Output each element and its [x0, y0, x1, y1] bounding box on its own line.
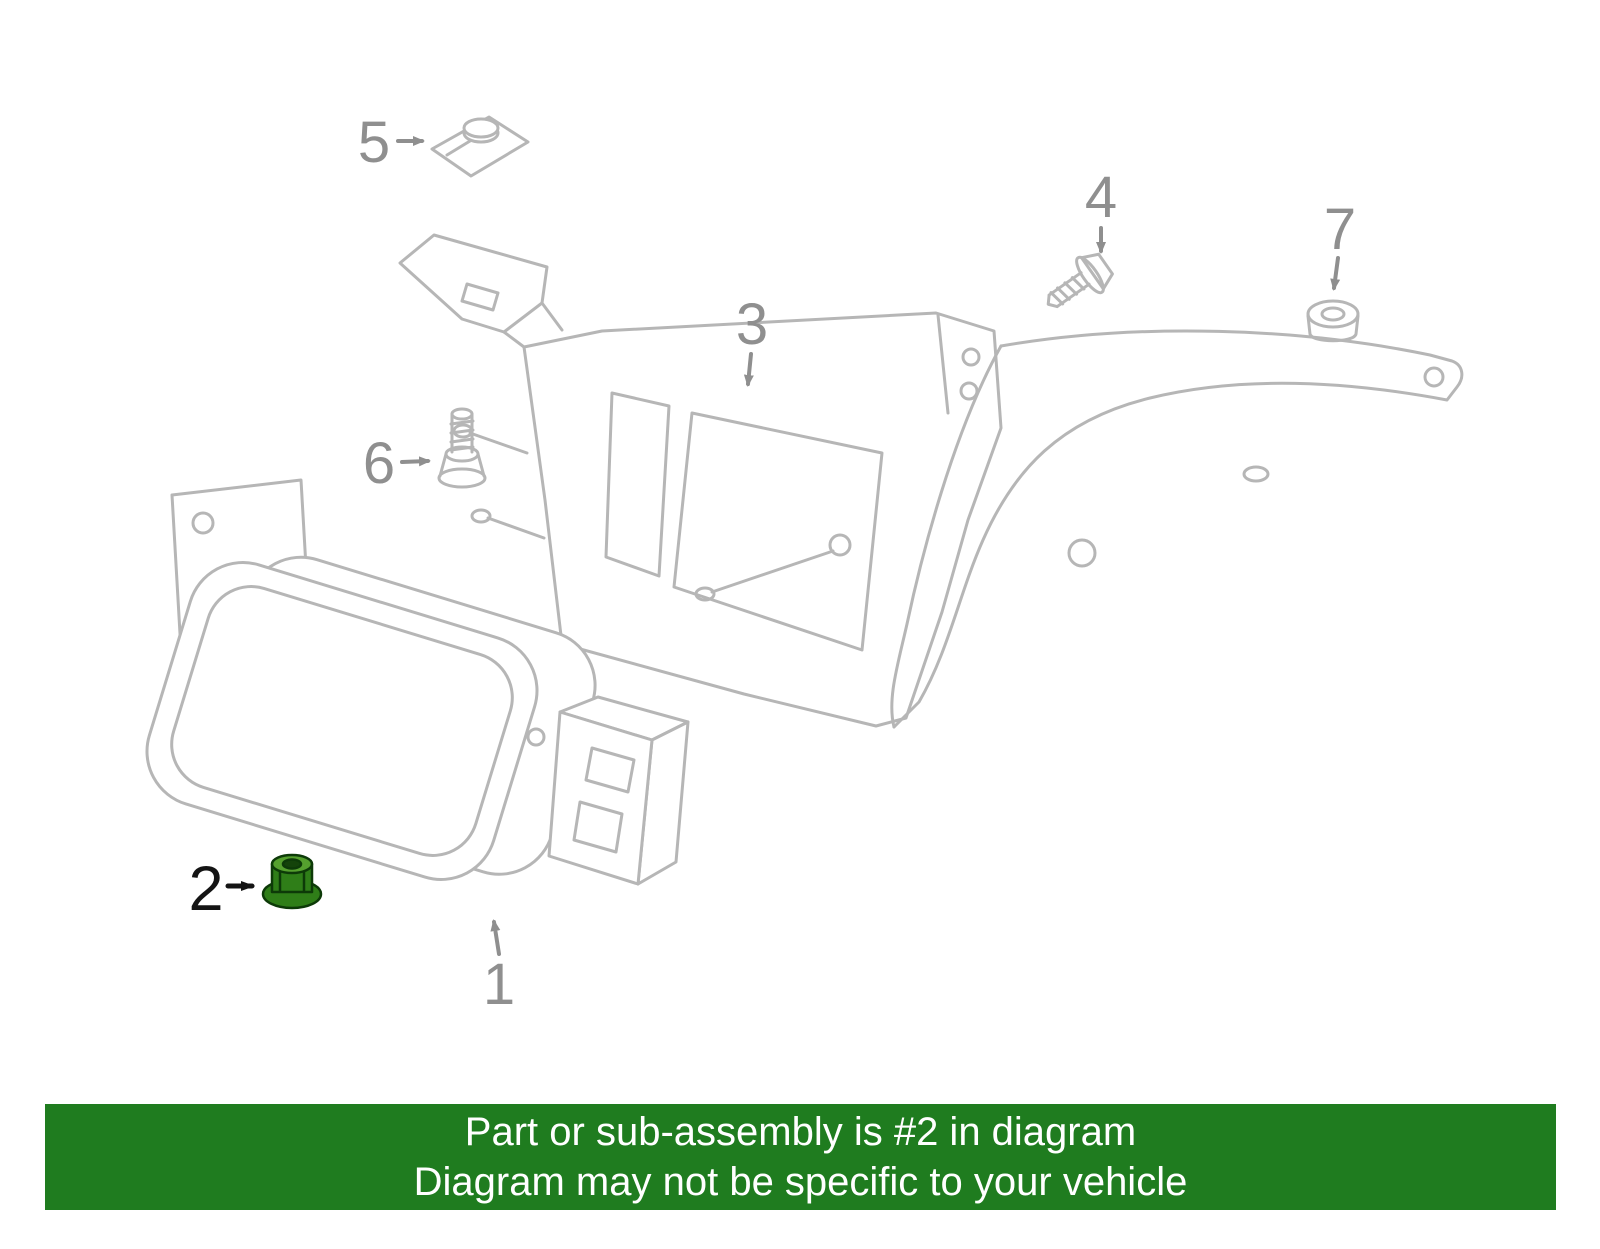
flange-nut-highlighted-drawing: [261, 853, 323, 910]
bolt-drawing: [1046, 252, 1114, 309]
cap-nut-hole: [1320, 306, 1346, 322]
cap-nut-drawing: [1306, 299, 1360, 343]
support-arm-drawing: [890, 329, 1464, 729]
callout-3-arrow: [743, 352, 754, 387]
bolt-washer: [1075, 255, 1105, 295]
banner-line-1: Part or sub-assembly is #2 in diagram: [464, 1110, 1137, 1154]
callout-7-arrow: [1330, 256, 1341, 291]
screw-tip: [450, 407, 474, 421]
callout-1-label[interactable]: 1: [483, 952, 515, 1017]
callout-2[interactable]: 2: [188, 854, 255, 924]
callout-3-label[interactable]: 3: [736, 292, 768, 357]
clip-nut-drawing: [430, 115, 530, 178]
callout-4[interactable]: 4: [1085, 165, 1117, 254]
bracket-top-tab: [398, 233, 549, 334]
cap-nut-top: [1306, 299, 1360, 329]
cap-nut-body: [1306, 314, 1360, 343]
bracket-stud-lower: [470, 508, 492, 524]
callout-7[interactable]: 7: [1324, 197, 1356, 291]
flange-nut-hole: [281, 858, 303, 870]
support-arm-upper-edge: [892, 329, 1464, 729]
clip-dome: [462, 117, 500, 139]
screw-drawing: [437, 407, 487, 489]
sensor-connector-drawing: [547, 695, 690, 886]
callout-5-label[interactable]: 5: [358, 110, 390, 175]
bracket-window-main: [672, 411, 884, 652]
screw-flange: [437, 467, 487, 489]
bracket-tab-hole-lower: [959, 381, 979, 401]
bracket-top-tab-hole: [460, 282, 500, 312]
info-banner: Part or sub-assembly is #2 in diagram Di…: [45, 1104, 1556, 1210]
mounting-bracket-drawing: [398, 233, 1003, 728]
banner-line-2: Diagram may not be specific to your vehi…: [413, 1160, 1188, 1204]
callout-7-label[interactable]: 7: [1324, 197, 1356, 262]
bolt-tip: [1046, 293, 1059, 309]
support-arm-lower-edge: [890, 344, 1003, 729]
bracket-window-left: [604, 391, 671, 578]
connector-front-face: [547, 710, 654, 886]
callout-6-arrow: [400, 456, 431, 467]
callout-6-label[interactable]: 6: [363, 431, 395, 496]
callout-1-arrow: [490, 919, 501, 956]
support-arm-slot: [1242, 465, 1270, 483]
callout-5[interactable]: 5: [358, 110, 425, 175]
sensor-body-front: [145, 561, 539, 881]
callout-4-label[interactable]: 4: [1085, 165, 1117, 230]
support-arm-mid-hole: [1067, 538, 1097, 568]
bracket-frame: [522, 311, 1003, 728]
sensor-plate-hole-upper: [191, 511, 215, 535]
bracket-tab-hole-upper: [961, 347, 981, 367]
callout-1[interactable]: 1: [483, 919, 515, 1017]
bracket-stud-inner: [694, 586, 716, 602]
callout-2-label[interactable]: 2: [188, 854, 223, 924]
support-arm-end-hole: [1423, 366, 1445, 388]
sensor-face-inset: [170, 585, 514, 857]
sensor-module-drawing: [145, 478, 597, 881]
callout-6[interactable]: 6: [363, 431, 431, 496]
callout-3[interactable]: 3: [736, 292, 768, 387]
